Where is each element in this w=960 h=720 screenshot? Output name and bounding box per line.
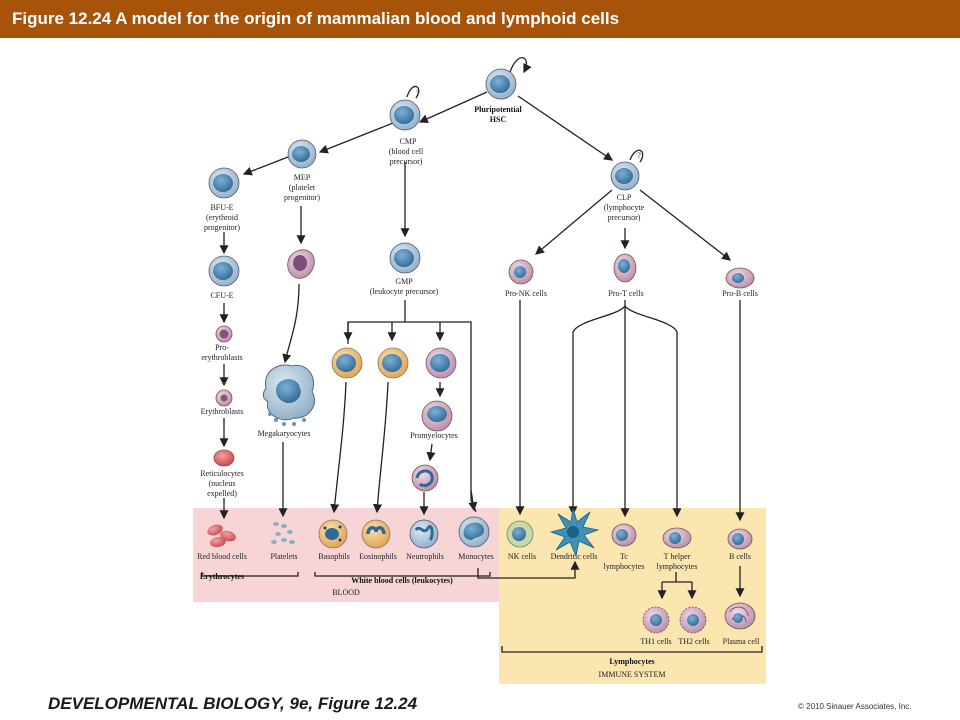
- cell-hsc: [485, 68, 517, 100]
- cell-erythroblast: [215, 389, 233, 407]
- label-nk-cells: NK cells: [508, 552, 536, 561]
- cell-bfue: [208, 167, 240, 199]
- cell-plasma: [724, 602, 756, 630]
- label-bfue-2: (erythroid: [206, 213, 238, 222]
- lineage-arrows: [201, 57, 763, 653]
- cell-cmp: [389, 99, 421, 131]
- label-red-blood-cells: Red blood cells: [197, 552, 247, 561]
- cell-tc: [611, 523, 637, 547]
- cell-nk: [506, 520, 534, 548]
- label-tc-1: Tc: [620, 552, 628, 561]
- cell-megakaryocyte: [262, 364, 315, 426]
- footer-book-title: DEVELOPMENTAL BIOLOGY, 9e, Figure 12.24: [48, 694, 418, 713]
- label-platelets: Platelets: [270, 552, 297, 561]
- label-bfue-3: progenitor): [204, 223, 240, 232]
- label-eosinophils: Eosinophils: [359, 552, 397, 561]
- label-immune-system: IMMUNE SYSTEM: [599, 670, 666, 679]
- label-dendritic-cells: Dendritic cells: [551, 552, 598, 561]
- label-neutrophils: Neutrophils: [406, 552, 444, 561]
- title-bar: Figure 12.24 A model for the origin of m…: [0, 0, 960, 38]
- label-reticulocytes-2: (nucleus: [208, 479, 235, 488]
- label-pro-t: Pro-T cells: [608, 289, 643, 298]
- label-cmp-3: precursor): [390, 157, 423, 166]
- label-th2: TH2 cells: [678, 637, 709, 646]
- cell-proerythroblast: [215, 325, 233, 343]
- label-proerythroblasts-1: Pro-: [215, 343, 229, 352]
- cell-myeloblast: [425, 347, 457, 379]
- cell-myelocyte: [411, 464, 439, 492]
- label-bfue-1: BFU-E: [210, 203, 233, 212]
- cell-neutrophil: [409, 519, 439, 549]
- label-question-clp: ?: [637, 151, 641, 160]
- label-cmp-1: CMP: [400, 137, 417, 146]
- label-erythroblasts: Erythroblasts: [201, 407, 244, 416]
- cell-platelets: [271, 522, 295, 544]
- label-lymphocytes: Lymphocytes: [609, 657, 654, 666]
- cell-basophil: [318, 519, 348, 549]
- cell-eosinophil-precursor: [377, 347, 409, 379]
- cell-basophil-precursor: [331, 347, 363, 379]
- label-hsc-2: HSC: [490, 115, 507, 124]
- label-erythrocytes: Erythrocytes: [200, 572, 244, 581]
- footer-copyright: © 2010 Sinauer Associates, Inc.: [798, 702, 912, 711]
- label-white-blood-cells: White blood cells (leukocytes): [351, 576, 453, 585]
- cell-pro-t: [613, 253, 637, 283]
- blood-zone: [193, 508, 499, 602]
- label-question-cmp: ?: [416, 89, 420, 98]
- label-mep-1: MEP: [294, 173, 311, 182]
- label-basophils: Basophils: [318, 552, 350, 561]
- cell-red-blood-cells: [207, 524, 236, 548]
- label-clp-1: CLP: [617, 193, 632, 202]
- label-t-helper-1: T helper: [664, 552, 691, 561]
- label-cmp-2: (blood cell: [389, 147, 424, 156]
- cell-th2: [679, 606, 707, 634]
- cell-t-helper: [662, 527, 692, 549]
- label-clp-2: (lymphocyte: [604, 203, 645, 212]
- label-gmp-1: GMP: [395, 277, 413, 286]
- label-reticulocytes-3: expelled): [207, 489, 237, 498]
- cell-pro-nk: [508, 259, 534, 285]
- label-promyelocytes: Promyelocytes: [410, 431, 458, 440]
- label-pro-b: Pro-B cells: [722, 289, 758, 298]
- cell-monocyte: [458, 516, 490, 548]
- cell-clp: [610, 161, 640, 191]
- cell-promyelocyte: [421, 400, 453, 432]
- cell-reticulocyte: [213, 449, 235, 467]
- label-megakaryocytes: Megakaryocytes: [258, 429, 311, 438]
- label-proerythroblasts-2: erythroblasts: [201, 353, 242, 362]
- label-clp-3: precursor): [608, 213, 641, 222]
- label-b-cells: B cells: [729, 552, 751, 561]
- label-t-helper-2: lymphocytes: [657, 562, 698, 571]
- cell-cfue: [208, 255, 240, 287]
- label-pro-nk: Pro-NK cells: [505, 289, 547, 298]
- label-mep-3: progenitor): [284, 193, 320, 202]
- label-th1: TH1 cells: [640, 637, 671, 646]
- cell-b: [727, 528, 753, 550]
- label-reticulocytes-1: Reticulocytes: [200, 469, 244, 478]
- cell-dendritic: [549, 507, 600, 558]
- figure-title: Figure 12.24 A model for the origin of m…: [12, 9, 620, 28]
- cell-pro-b: [725, 267, 755, 289]
- cell-th1: [642, 606, 670, 634]
- cell-gmp: [389, 242, 421, 274]
- cell-megakaryocyte-precursor: [287, 249, 315, 279]
- label-monocytes: Monocytes: [458, 552, 494, 561]
- label-plasma-cell: Plasma cell: [723, 637, 760, 646]
- label-hsc-1: Pluripotential: [474, 105, 522, 114]
- cell-mep: [287, 139, 317, 169]
- label-blood: BLOOD: [332, 588, 360, 597]
- label-gmp-2: (leukocyte precursor): [370, 287, 439, 296]
- label-tc-2: lymphocytes: [604, 562, 645, 571]
- label-mep-2: (platelet: [289, 183, 316, 192]
- label-cfue: CFU-E: [210, 291, 233, 300]
- cell-eosinophil: [361, 519, 391, 549]
